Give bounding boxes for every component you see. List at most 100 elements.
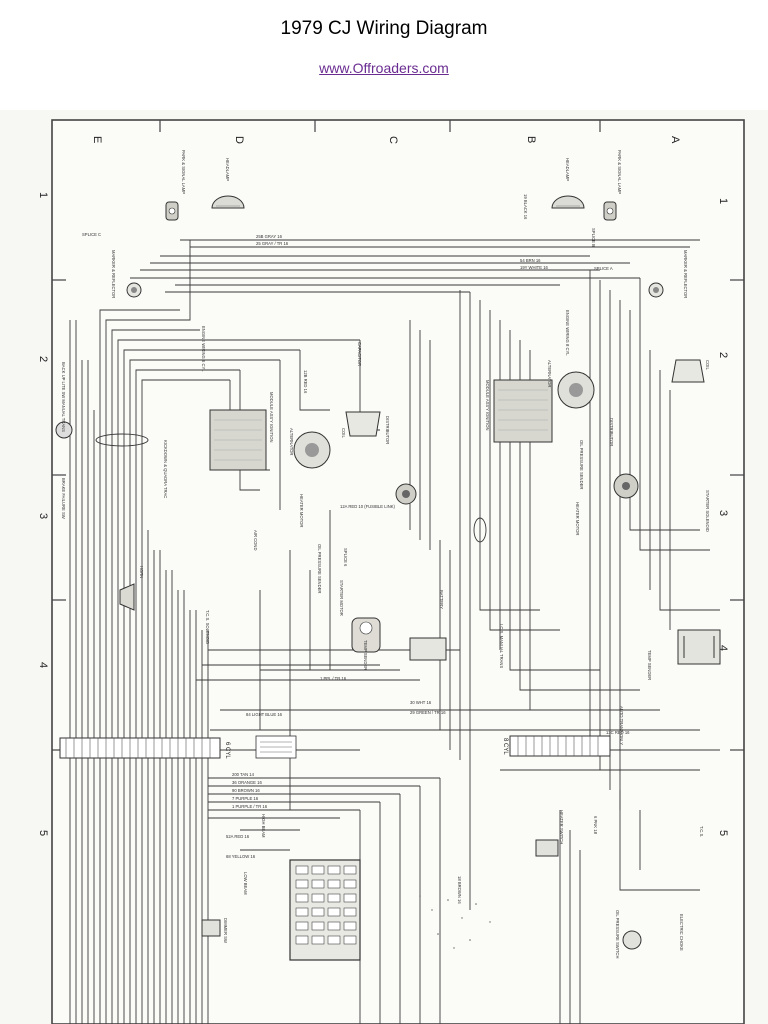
row-left-1: 1: [37, 192, 49, 198]
wire-label: 54 BRN 16: [520, 258, 541, 263]
heater-switch: [535, 839, 559, 857]
column-c: C: [387, 136, 399, 144]
engine-wiring-6cyl-label: ENGINE WIRING 6 CYL: [201, 326, 206, 372]
marker-right-label: MARKER & REFLECTOR: [683, 250, 688, 298]
row-left-3: 3: [37, 513, 49, 519]
tcs-label: T.C.S.: [699, 826, 704, 837]
low-beam-label: LOW BEAM: [243, 872, 248, 895]
starter-motor: [351, 617, 381, 653]
battery: [677, 629, 721, 665]
wire-label: 12A RED 10 (FUSIBLE LINK): [340, 504, 396, 509]
coil-left: [345, 411, 381, 437]
ignition-module-right: [493, 379, 553, 443]
temp-sender-left-label: TEMP SENDER: [363, 640, 368, 670]
page-title: 1979 CJ Wiring Diagram: [280, 18, 488, 39]
alternator-left: [293, 431, 331, 469]
capacitor-label: CAPACITOR: [357, 342, 362, 366]
heater-motor-left-label: HEATER MOTOR: [299, 494, 304, 527]
coil-right: [671, 359, 705, 383]
starter-motor-label: STARTER MOTOR: [339, 580, 344, 616]
headlamp-right: [551, 195, 585, 209]
column-e: E: [91, 136, 103, 143]
wire-label: 84 LIGHT BLUE 16: [246, 712, 283, 717]
dimmer-switch: [201, 919, 221, 937]
wire-label: 68 YELLOW 16: [226, 854, 256, 859]
row-right-1: 1: [717, 198, 729, 204]
scan-specks: [419, 895, 491, 949]
wire-label: 25 GRAY / TR 16: [256, 241, 289, 246]
module-left-label: MODULE ASS'Y IGNITION: [269, 392, 274, 443]
splice-c-label: SPLICE C: [82, 232, 101, 237]
wiring-diagram: E D C B A 1 2 3 4 5 1 2 3 4 5: [0, 110, 768, 1024]
marker-left-label: MARKER & REFLECTOR: [111, 250, 116, 298]
row-right-2: 2: [717, 352, 729, 358]
wire-label: 36 ORANGE 16: [232, 780, 262, 785]
oil-pressure-switch-label: OIL PRESSURE SWITCH: [615, 910, 620, 958]
splice-6-label: SPLICE 6: [343, 548, 348, 567]
wire-label: 7 PURPLE 16: [232, 796, 259, 801]
horn: [119, 583, 135, 611]
distributor-left-label: DISTRIBUTOR: [385, 416, 390, 444]
alternator-right-label: ALTERNATOR: [547, 360, 552, 387]
park-signal-right-label: PARK & SIGNAL LAMP: [617, 150, 622, 194]
ics-label: I.C.S. MANUAL TRANS: [499, 624, 504, 668]
site-link[interactable]: www.Offroaders.com: [319, 60, 449, 76]
alternator-right: [557, 371, 595, 409]
headlamp-right-label: HEADLAMP: [565, 158, 570, 181]
oil-pressure-sender-right-label: OIL PRESSURE SENDER: [579, 440, 584, 489]
starter-solenoid-label: STARTER SOLENOID: [705, 490, 710, 532]
engine-wiring-8cyl-label: ENGINE WIRING 8 CYL: [565, 310, 570, 356]
wire-label: 6 PNK 18: [593, 816, 598, 835]
column-d: D: [233, 136, 245, 144]
wire-label: 13C RED 16: [606, 730, 630, 735]
label-8cyl: 8 CYL: [502, 738, 508, 755]
tcs-solenoid-label: T.C.S. SOLENOID: [205, 610, 210, 644]
park-signal-left-label: PARK & SIGNAL LAMP: [181, 150, 186, 194]
connector-block-right: [509, 735, 611, 757]
wire-harness: [69, 239, 720, 1024]
marker-right: [648, 282, 664, 298]
wire-label: 19Y WHITE 16: [520, 265, 549, 270]
column-b: B: [525, 136, 537, 143]
headlamp-left: [211, 195, 245, 209]
splice-b-label: SPLICE B: [591, 228, 596, 247]
dimmer-sw-label: DIMMER SW: [223, 918, 228, 943]
wire-label: 30 WHT 16: [410, 700, 432, 705]
battery-label: BATTERY: [439, 590, 444, 609]
park-signal-lamp-right: [603, 201, 617, 221]
connector-block-left: [59, 737, 221, 759]
wire-label: 19 BLACK 16: [523, 194, 528, 220]
wire-label: 18 BROWN 16: [457, 876, 462, 904]
row-right-4: 4: [717, 645, 729, 651]
row-left-5: 5: [37, 830, 49, 836]
coil-left-label: COIL: [341, 428, 346, 438]
tcs-solenoid: [409, 637, 447, 661]
labels: HEADLAMP HEADLAMP PARK & SIGNAL LAMP PAR…: [61, 150, 710, 958]
module-right-label: MODULE ASS'Y IGNITION: [485, 380, 490, 431]
air-cond-label: AIR COND: [253, 530, 258, 550]
headlamp-left-label: HEADLAMP: [225, 158, 230, 181]
horn-label: HORN: [139, 566, 144, 578]
coil-right-label: COIL: [705, 360, 710, 370]
heater-motor-right-label: HEATER MOTOR: [575, 502, 580, 535]
brake-failure-label: BRAKE FAILURE SW: [61, 478, 66, 519]
wire-label: 25B GRAY 16: [256, 234, 283, 239]
backup-lite-label: BACK UP LITE SW MANUAL TRANS: [61, 362, 66, 432]
row-right-5: 5: [717, 830, 729, 836]
wire-labels: 25B GRAY 16 25 GRAY / TR 16 54 BRN 16 19…: [226, 194, 630, 904]
splice-a-label: SPLICE A: [594, 266, 613, 271]
park-signal-lamp-left: [165, 201, 179, 221]
column-a: A: [669, 136, 681, 144]
distributor-right: [613, 473, 639, 499]
wire-label: 29 GREEN / TR 16: [410, 710, 446, 715]
alternator-left-label: ALTERNATOR: [289, 428, 294, 455]
wire-label: 200 TAN 14: [232, 772, 255, 777]
auto-trans-only-label: AUTO TRANS ONLY: [619, 706, 624, 745]
heater-switch-label: HEATER SWITCH: [559, 810, 564, 844]
distributor-left: [395, 483, 417, 505]
legend-box: [255, 735, 297, 759]
marker-left: [126, 282, 142, 298]
row-left-2: 2: [37, 356, 49, 362]
oil-pressure-sender-left-label: OIL PRESSURE SENDER: [317, 544, 322, 593]
label-6cyl: 6 CYL: [224, 742, 230, 759]
